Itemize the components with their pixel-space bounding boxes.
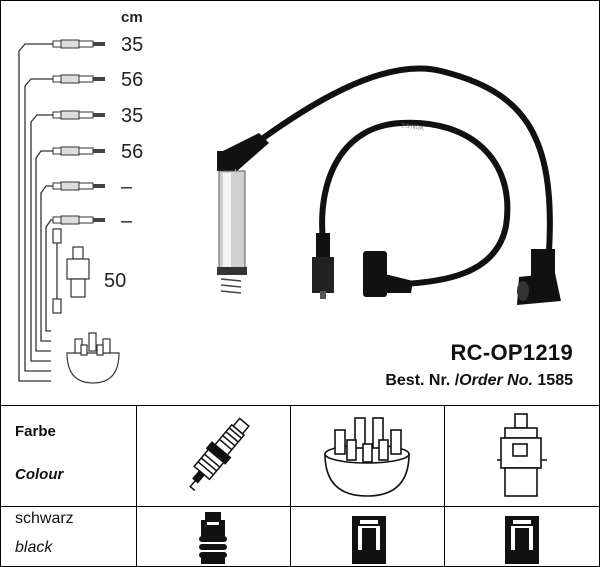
ignition-coil-icon (497, 413, 547, 497)
model-number: RC-OP1219 (450, 340, 573, 365)
coil-lead-ends (52, 228, 62, 314)
table-divider (290, 406, 291, 567)
spec-table: Farbe Colour schwarz black (1, 405, 599, 567)
distributor-cap-icon (324, 417, 410, 497)
distributor-cap-schematic-icon (66, 332, 120, 384)
lead-length-2: 56 (121, 69, 144, 91)
diagram-area: cm 35 56 35 56 – – 50 2.5 NGK RC-OP1219 … (1, 1, 599, 405)
coil-schematic-icon (66, 246, 90, 298)
cable-print-text: 2.5 NGK (401, 123, 425, 132)
table-divider (444, 406, 445, 567)
lead-schematic (18, 43, 58, 382)
lead-length-5: – (121, 176, 133, 198)
lead-length-3: 35 (121, 105, 144, 127)
colour-label: Colour (15, 466, 64, 483)
unit-label: cm (121, 9, 143, 26)
svg-text:2.5 NGK: 2.5 NGK (401, 123, 425, 132)
color-english: black (15, 539, 53, 556)
cable-photo (217, 65, 561, 305)
order-label: Order No. (459, 372, 533, 389)
cap-boot-icon (352, 516, 386, 564)
order-number: 1585 (537, 372, 573, 389)
lead-length-4: 56 (121, 141, 144, 163)
lead-length-1: 35 (121, 34, 144, 56)
farbe-label: Farbe (15, 423, 56, 440)
table-divider (136, 406, 137, 567)
color-german: schwarz (15, 510, 74, 527)
table-divider (1, 506, 599, 507)
coil-lead-length: 50 (104, 270, 127, 292)
coil-boot-icon (505, 516, 539, 564)
lead-connector-2 (52, 74, 105, 84)
spark-plug-icon (189, 417, 250, 492)
order-number-line: Best. Nr. /Order No. 1585 (385, 372, 573, 390)
lead-length-6: – (121, 210, 133, 232)
lead-connector-5 (52, 181, 105, 191)
wiring-diagram (18, 39, 561, 384)
plug-boot-icon (199, 512, 227, 564)
lead-connector-4 (52, 146, 105, 156)
lead-connector-6 (52, 215, 105, 225)
order-prefix: Best. Nr. / (385, 372, 460, 389)
lead-connectors (52, 39, 105, 225)
lead-connector-1 (52, 39, 105, 49)
lead-connector-3 (52, 110, 105, 120)
